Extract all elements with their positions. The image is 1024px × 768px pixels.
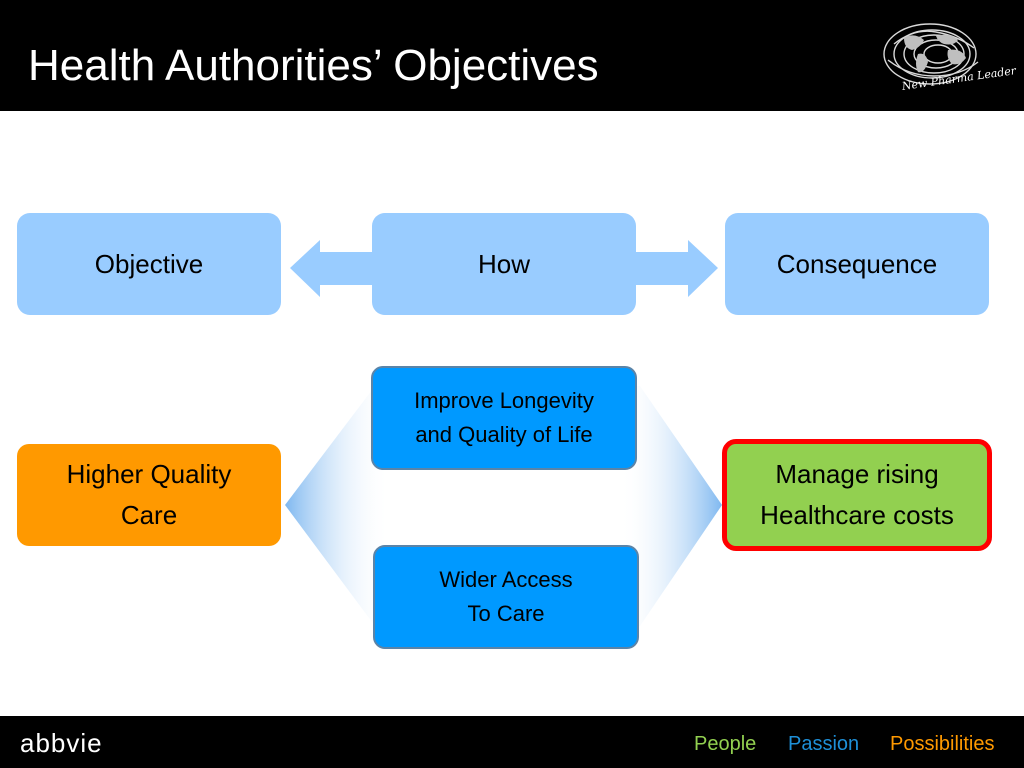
- objective-box: Objective: [17, 213, 281, 315]
- footer-bar: [0, 716, 1024, 768]
- higher-quality-care-label: Higher Quality Care: [66, 459, 232, 530]
- how-label: How: [477, 248, 530, 279]
- improve-longevity-box: Improve Longevity and Quality of Life: [371, 366, 637, 470]
- tagline-passion: Passion: [788, 733, 860, 755]
- improve-longevity-label: Improve Longevity and Quality of Life: [414, 388, 594, 447]
- tagline-people: People: [694, 733, 757, 755]
- consequence-box: Consequence: [725, 213, 989, 315]
- higher-quality-care-box: Higher Quality Care: [17, 444, 281, 546]
- right-fan-connector: [620, 386, 722, 626]
- wider-access-box: Wider Access To Care: [373, 545, 639, 649]
- wider-access-label: Wider Access To Care: [439, 567, 573, 626]
- left-arrow-icon: [290, 240, 374, 297]
- manage-costs-box: Manage rising Healthcare costs: [722, 439, 992, 551]
- objective-label: Objective: [94, 248, 204, 279]
- tagline-possibilities: Possibilities: [890, 733, 995, 755]
- globe-fingerprint-logo-icon: [883, 23, 979, 85]
- left-fan-connector: [285, 386, 390, 626]
- abbvie-logo: abbvie: [20, 728, 103, 758]
- consequence-label: Consequence: [776, 248, 938, 279]
- manage-costs-label: Manage rising Healthcare costs: [760, 459, 954, 530]
- header-bar: [0, 0, 1024, 111]
- how-box: How: [372, 213, 636, 315]
- right-arrow-icon: [636, 240, 718, 297]
- slide-title: Health Authorities’ Objectives: [28, 41, 599, 90]
